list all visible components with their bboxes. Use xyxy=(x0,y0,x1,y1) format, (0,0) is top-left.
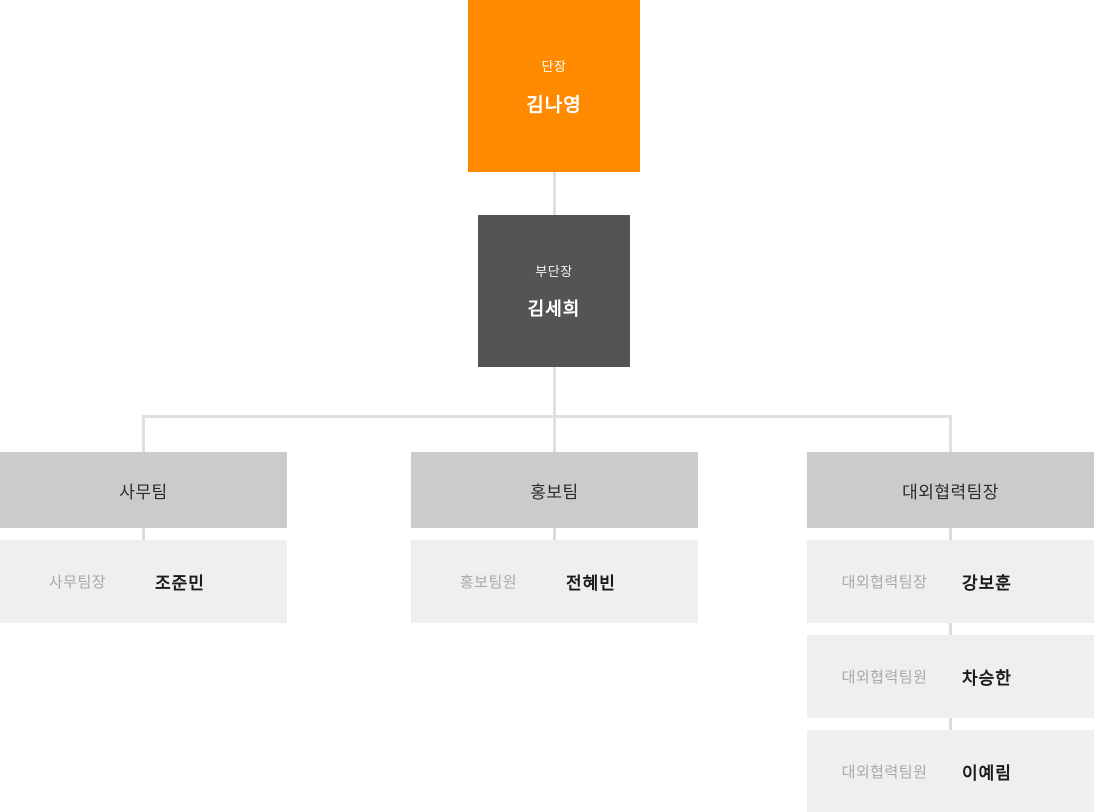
connector-pr-header-row xyxy=(553,528,556,540)
director-role-label: 단장 xyxy=(541,58,567,74)
director-node: 단장 김나영 xyxy=(468,0,640,172)
connector-external-row2-row3 xyxy=(949,718,952,730)
vice-director-name: 김세희 xyxy=(527,299,581,319)
branch-header-pr-team: 홍보팀 xyxy=(411,452,698,528)
branch-header-external-team: 대외협력팀장 xyxy=(807,452,1094,528)
connector-external-row1-row2 xyxy=(949,623,952,635)
connector-office-header-row xyxy=(142,528,145,540)
member-name: 조준민 xyxy=(154,574,205,593)
member-name: 차승한 xyxy=(961,669,1012,688)
member-role-label: 대외협력팀장 xyxy=(841,574,928,591)
connector-horizontal-trunk xyxy=(143,415,951,418)
member-role-label: 사무팀장 xyxy=(48,574,107,591)
member-row-external-member-2: 대외협력팀원 이예림 xyxy=(807,730,1094,812)
member-role-label: 홍보팀원 xyxy=(459,574,518,591)
member-name: 강보훈 xyxy=(961,574,1012,593)
member-name: 전혜빈 xyxy=(565,574,616,593)
director-name: 김나영 xyxy=(526,94,582,116)
member-role-label: 대외협력팀원 xyxy=(841,764,928,781)
member-row-external-member-1: 대외협력팀원 차승한 xyxy=(807,635,1094,718)
member-name: 이예림 xyxy=(961,764,1012,783)
connector-vice-trunk xyxy=(553,367,556,416)
connector-external-header-row1 xyxy=(949,528,952,540)
member-row-pr-member: 홍보팀원 전혜빈 xyxy=(411,540,698,623)
member-row-external-leader: 대외협력팀장 강보훈 xyxy=(807,540,1094,623)
vice-director-node: 부단장 김세희 xyxy=(478,215,630,367)
connector-drop-pr-team xyxy=(553,415,556,452)
member-row-office-leader: 사무팀장 조준민 xyxy=(0,540,287,623)
vice-director-role-label: 부단장 xyxy=(535,264,573,279)
connector-director-vice xyxy=(553,172,556,215)
connector-drop-office-team xyxy=(142,415,145,452)
member-role-label: 대외협력팀원 xyxy=(841,669,928,686)
connector-drop-external-team xyxy=(949,415,952,452)
branch-header-office-team: 사무팀 xyxy=(0,452,287,528)
